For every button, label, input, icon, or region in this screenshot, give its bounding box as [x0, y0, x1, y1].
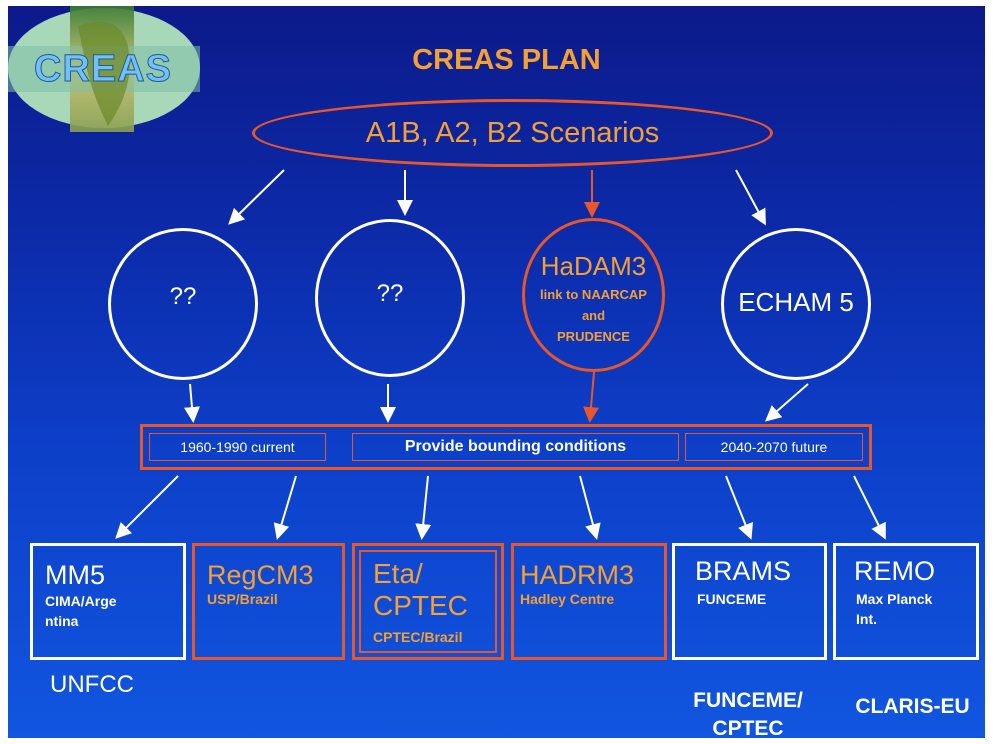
- gcm-circle-hadam3: HaDAM3 link to NAARCAP and PRUDENCE: [522, 218, 665, 372]
- footer-funceme-line-2: CPTEC: [712, 717, 784, 738]
- model-hadrm3-sub-1: Hadley Centre: [520, 591, 615, 607]
- bounding-center: Provide bounding conditions: [352, 433, 679, 461]
- model-eta-cptec: Eta/ CPTEC CPTEC/Brazil: [352, 543, 504, 660]
- model-eta-name: Eta/: [373, 558, 423, 589]
- gcm-4-label: ECHAM 5: [738, 287, 854, 317]
- arrow-scen-gcm1: [228, 169, 285, 225]
- gcm-3-sub-1: link to NAARCAP: [540, 287, 647, 302]
- gcm-circle-echam5: ECHAM 5: [721, 228, 871, 380]
- arrow-bar-hadrm3: [579, 475, 601, 540]
- model-brams: BRAMS FUNCEME: [672, 543, 827, 660]
- footer-funceme-line-1: FUNCEME/: [693, 689, 803, 712]
- model-remo-sub-2: Int.: [856, 611, 877, 627]
- model-remo: REMO Max Planck Int.: [833, 543, 979, 660]
- model-regcm3: RegCM3 USP/Brazil: [192, 543, 345, 660]
- gcm-3-label: HaDAM3: [540, 251, 647, 281]
- bounding-left: 1960-1990 current: [149, 433, 326, 461]
- model-regcm3-sub-1: USP/Brazil: [207, 591, 278, 607]
- gcm-3-sub-2: and: [581, 308, 606, 323]
- gcm-1-label: ??: [169, 283, 197, 310]
- arrow-scen-gcm4: [735, 169, 766, 226]
- arrow-bar-brams: [725, 475, 753, 540]
- gcm-3-sub-3: PRUDENCE: [557, 329, 630, 344]
- model-mm5: MM5 CIMA/Arge ntina: [30, 543, 186, 660]
- model-hadrm3-name: HADRM3: [520, 560, 635, 590]
- model-eta-inner-border: [359, 550, 497, 653]
- model-mm5-name: MM5: [45, 560, 105, 590]
- model-remo-name: REMO: [854, 556, 935, 586]
- bounding-conditions-bar: 1960-1990 current Provide bounding condi…: [140, 424, 872, 470]
- logo-text: CREAS: [33, 48, 173, 91]
- footer-unfcc: UNFCC: [50, 671, 134, 698]
- scenarios-ellipse: A1B, A2, B2 Scenarios: [252, 99, 773, 167]
- gcm-2-label: ??: [376, 280, 404, 307]
- model-brams-sub-1: FUNCEME: [697, 591, 767, 607]
- model-brams-name: BRAMS: [695, 556, 792, 586]
- model-mm5-sub-2: ntina: [45, 613, 79, 629]
- page-title: CREAS PLAN: [412, 44, 601, 76]
- creas-logo-graphic: [8, 6, 200, 132]
- arrow-bar-eta: [415, 475, 432, 540]
- gcm-circle-1: ??: [108, 228, 258, 380]
- model-mm5-sub-1: CIMA/Arge: [45, 593, 117, 609]
- arrow-gcm3-bar: [583, 371, 599, 423]
- bounding-right: 2040-2070 future: [685, 433, 863, 461]
- model-eta-sub-1: CPTEC/Brazil: [373, 629, 463, 645]
- arrow-bar-regcm3: [273, 475, 297, 540]
- model-hadrm3: HADRM3 Hadley Centre: [511, 543, 667, 660]
- footer-claris: CLARIS-EU: [855, 695, 970, 718]
- scenarios-label: A1B, A2, B2 Scenarios: [365, 116, 660, 149]
- slide-background: CREAS CREAS PLAN: [8, 6, 985, 738]
- arrow-gcm1-bar: [184, 383, 200, 423]
- arrow-bar-remo: [853, 475, 886, 540]
- model-regcm3-name: RegCM3: [207, 560, 314, 590]
- arrow-bar-mm5: [115, 475, 179, 539]
- creas-logo: CREAS: [8, 6, 208, 132]
- model-eta-name-2: CPTEC: [373, 590, 468, 621]
- model-remo-sub-1: Max Planck: [856, 591, 933, 607]
- gcm-circle-2: ??: [315, 219, 465, 377]
- arrow-gcm4-bar: [764, 383, 809, 422]
- connector-arrows: [115, 169, 886, 540]
